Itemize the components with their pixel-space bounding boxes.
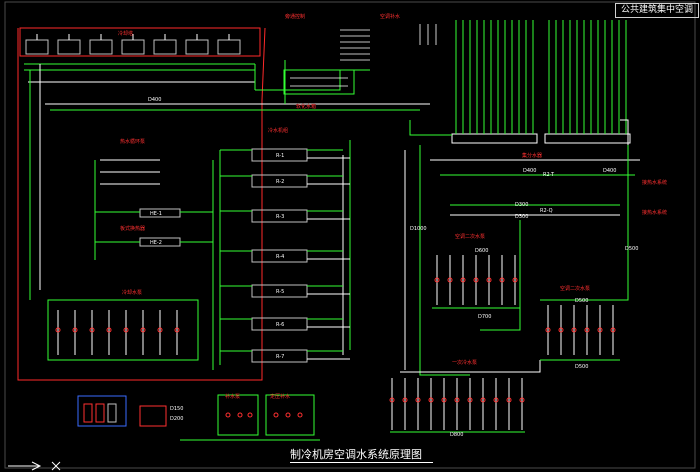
pipe-d300: D300 xyxy=(515,202,528,208)
chiller-r5-label: R-5 xyxy=(276,289,284,295)
pipe-d400-right: D400 xyxy=(523,168,536,174)
right-pipes xyxy=(342,119,640,376)
distributor-headers xyxy=(451,20,631,144)
primary-pump-group xyxy=(389,378,525,433)
pipe-d400-top: D400 xyxy=(148,97,161,103)
chiller-r1-label: R-1 xyxy=(276,153,284,159)
top-label-makeup: 空调补水 xyxy=(380,13,400,20)
ucs-icon xyxy=(8,461,61,471)
pump-group-b-label: 空调二次水泵 xyxy=(560,285,590,292)
primary-pump-label: 一次冷水泵 xyxy=(452,359,477,366)
side-label-supply: 接热水系统 xyxy=(642,179,667,186)
cooling-tower-group xyxy=(19,27,261,300)
pipe-d500-a: D500 xyxy=(575,298,588,304)
plate-exchanger-label: 板式换热器 xyxy=(120,225,145,232)
expansion-pump-label: 定压补水 xyxy=(270,393,290,400)
drawing-frame xyxy=(4,1,696,469)
drawing-title-underline xyxy=(290,462,433,463)
cooling-tower-label: 冷却塔 xyxy=(118,30,133,37)
chiller-bank-label: 冷水机组 xyxy=(268,127,288,134)
pipe-d700: D700 xyxy=(478,314,491,320)
makeup-pump-label: 补水泵 xyxy=(225,393,240,400)
pipe-r2t: R2-T xyxy=(543,172,555,178)
pipe-d400-right-2: D400 xyxy=(603,168,616,174)
pump-group-a-label: 空调二次水泵 xyxy=(455,233,485,240)
secondary-pump-group-b xyxy=(540,305,620,361)
chiller-r2-label: R-2 xyxy=(276,179,284,185)
pipe-d500-right: D500 xyxy=(625,246,638,252)
exchanger-he2-label: HE-2 xyxy=(150,240,162,246)
secondary-pump-group-a xyxy=(432,255,520,309)
softened-water-tank xyxy=(283,69,355,95)
pipe-d300-right: D300 xyxy=(515,214,528,220)
main-pipes xyxy=(45,60,430,111)
water-treatment xyxy=(77,395,167,427)
distributor-label: 集分水器 xyxy=(522,152,542,159)
top-valve-stack xyxy=(340,24,437,61)
exchanger-he1-label: HE-1 xyxy=(150,211,162,217)
chiller-r3-label: R-3 xyxy=(276,214,284,220)
chiller-r4-label: R-4 xyxy=(276,254,284,260)
makeup-pump-group xyxy=(180,394,320,441)
top-label-bypass: 旁通控制 xyxy=(285,13,305,20)
heat-exchangers xyxy=(94,159,213,260)
hot-water-pump-label: 热水循环泵 xyxy=(120,138,145,145)
pipe-d1000: D1000 xyxy=(410,226,427,232)
pipe-r2q: R2-Q xyxy=(540,208,553,214)
pipe-d200: D200 xyxy=(170,416,183,422)
side-label-return: 接热水系统 xyxy=(642,209,667,216)
drawing-title: 制冷机房空调水系统原理图 xyxy=(290,448,422,461)
system-boundary-line xyxy=(17,27,266,381)
chiller-bank xyxy=(212,148,350,370)
pipe-d500-b: D500 xyxy=(575,364,588,370)
chiller-r6-label: R-6 xyxy=(276,322,284,328)
cooling-pump-group xyxy=(47,299,199,361)
pipe-d150: D150 xyxy=(170,406,183,412)
softened-water-tank-label: 软化水箱 xyxy=(296,103,316,110)
pipe-d600: D600 xyxy=(475,248,488,254)
cooling-pump-label: 冷却水泵 xyxy=(122,289,142,296)
pipe-d800: D800 xyxy=(450,432,463,438)
title-block: 公共建筑集中空调 xyxy=(615,3,699,18)
chiller-r7-label: R-7 xyxy=(276,354,284,360)
